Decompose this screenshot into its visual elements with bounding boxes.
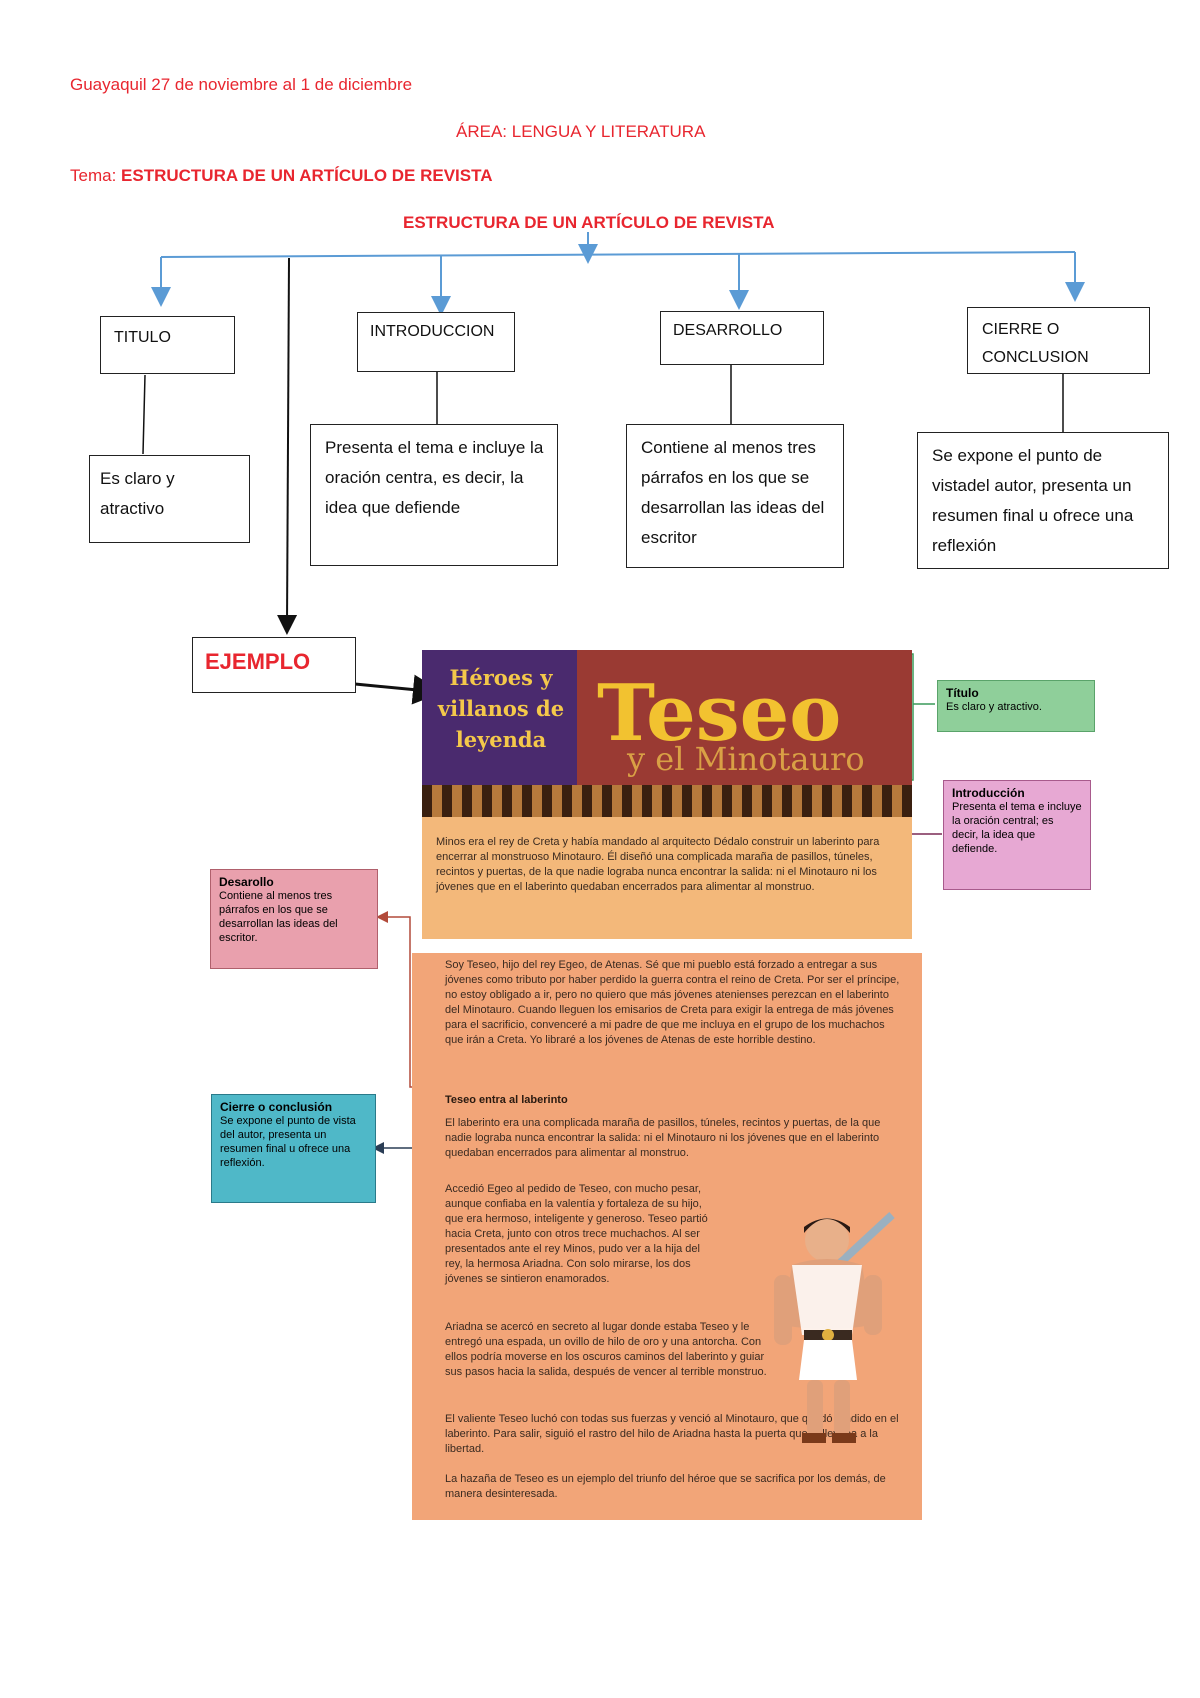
desc-cierre-box: Se expone el punto de vistadel autor, pr… xyxy=(917,432,1169,569)
side-note-desarrollo-text: Contiene al menos tres párrafos en los q… xyxy=(219,890,338,944)
desc-titulo-box: Es claro y atractivo xyxy=(89,455,250,543)
side-note-cierre-text: Se expone el punto de vista del autor, p… xyxy=(220,1115,356,1169)
desc-introduccion-box: Presenta el tema e incluye la oración ce… xyxy=(310,424,558,566)
side-note-titulo: Título Es claro y atractivo. xyxy=(937,680,1095,732)
article-banner-left-text: Héroes y villanos de leyenda xyxy=(437,665,565,752)
article-example: Héroes y villanos de leyenda Teseo y el … xyxy=(412,650,922,1520)
node-cierre-box: CIERRE O CONCLUSION xyxy=(967,307,1150,374)
node-desarrollo-label: DESARROLLO xyxy=(673,322,783,339)
side-note-introduccion-text: Presenta el tema e incluye la oración ce… xyxy=(952,801,1082,855)
node-titulo-box: TITULO xyxy=(100,316,235,374)
area-line: ÁREA: LENGUA Y LITERATURA xyxy=(456,122,706,141)
node-titulo-label: TITULO xyxy=(114,329,171,346)
article-banner-right xyxy=(577,650,912,785)
node-desarrollo-box: DESARROLLO xyxy=(660,311,824,365)
node-cierre-label: CIERRE O CONCLUSION xyxy=(982,321,1089,366)
article-paragraph-4: Ariadna se acercó en secreto al lugar do… xyxy=(445,1321,767,1378)
article-paragraph-5: El valiente Teseo luchó con todas sus fu… xyxy=(445,1413,899,1455)
article-intro-background xyxy=(422,817,912,939)
greek-key-border xyxy=(422,785,912,817)
article-title: Teseo xyxy=(597,668,842,759)
side-note-introduccion-title: Introducción xyxy=(952,786,1025,800)
desc-cierre-text: Se expone el punto de vistadel autor, pr… xyxy=(932,446,1134,555)
side-note-titulo-text: Es claro y atractivo. xyxy=(946,701,1042,713)
side-note-introduccion: Introducción Presenta el tema e incluye … xyxy=(943,780,1091,890)
article-subheading: Teseo entra al laberinto xyxy=(445,1094,568,1106)
node-introduccion-box: INTRODUCCION xyxy=(357,312,515,372)
desc-desarrollo-text: Contiene al menos tres párrafos en los q… xyxy=(641,438,825,547)
side-note-desarrollo: Desarollo Contiene al menos tres párrafo… xyxy=(210,869,378,969)
date-line: Guayaquil 27 de noviembre al 1 de diciem… xyxy=(70,75,413,94)
ejemplo-box: EJEMPLO xyxy=(192,637,356,693)
article-paragraph-6: La hazaña de Teseo es un ejemplo del tri… xyxy=(445,1473,886,1500)
ejemplo-label: EJEMPLO xyxy=(205,649,311,674)
side-note-cierre-title: Cierre o conclusión xyxy=(220,1100,333,1114)
article-paragraph-2: El laberinto era una complicada maraña d… xyxy=(445,1117,881,1159)
side-note-desarrollo-title: Desarollo xyxy=(219,875,274,889)
node-introduccion-label: INTRODUCCION xyxy=(370,323,495,340)
desc-introduccion-text: Presenta el tema e incluye la oración ce… xyxy=(325,438,544,517)
side-note-cierre: Cierre o conclusión Se expone el punto d… xyxy=(211,1094,376,1203)
tema-line: Tema: ESTRUCTURA DE UN ARTÍCULO DE REVIS… xyxy=(70,166,493,186)
desc-desarrollo-box: Contiene al menos tres párrafos en los q… xyxy=(626,424,844,568)
article-banner-left xyxy=(422,650,577,785)
diagram-root-title: ESTRUCTURA DE UN ARTÍCULO DE REVISTA xyxy=(403,213,775,232)
article-paragraph-3: Accedió Egeo al pedido de Teseo, con muc… xyxy=(445,1183,708,1285)
tema-label: Tema: xyxy=(70,166,117,185)
side-note-titulo-title: Título xyxy=(946,686,979,700)
article-subtitle: y el Minotauro xyxy=(627,740,865,778)
desc-titulo-text: Es claro y atractivo xyxy=(100,469,175,518)
tema-value: ESTRUCTURA DE UN ARTÍCULO DE REVISTA xyxy=(121,166,493,185)
article-intro: Minos era el rey de Creta y había mandad… xyxy=(436,836,880,893)
theseus-illustration xyxy=(774,1212,895,1443)
article-paragraph-1: Soy Teseo, hijo del rey Egeo, de Atenas.… xyxy=(445,959,900,1046)
